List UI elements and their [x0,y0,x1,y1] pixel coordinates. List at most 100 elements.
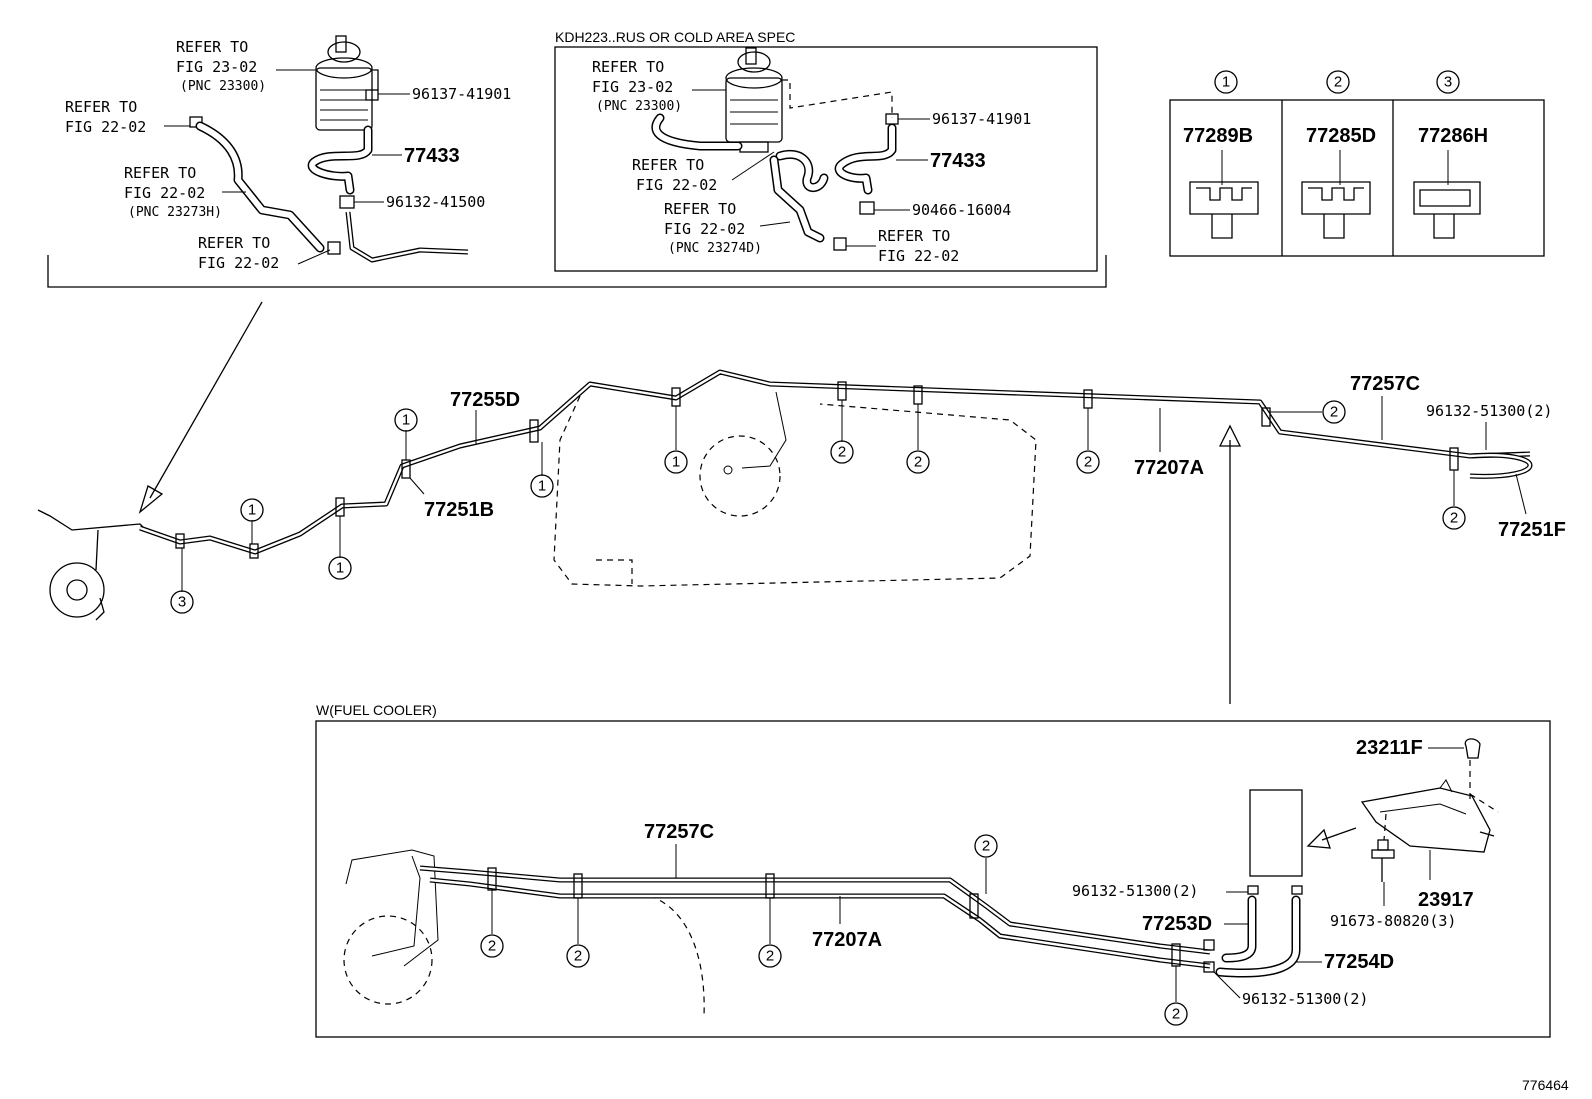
label-77207A: 77207A [812,929,882,951]
svg-text:1: 1 [402,412,410,429]
label-77433: 77433 [404,145,460,167]
label-96132-41500: 96132-41500 [386,193,485,211]
svg-text:1: 1 [538,478,546,495]
clip-icon [1464,738,1481,759]
bracket-icon [1360,760,1499,853]
svg-text:1: 1 [672,454,680,471]
label-96132-51300-a: 96132-51300(2) [1072,882,1198,900]
clamp-ref-2: 2 [480,890,504,958]
fuel-cooler-icon [1247,789,1303,895]
label-refer-22-02-2c: (PNC 23274D) [668,241,762,256]
label-refer-22-02-3a: REFER TO [878,227,950,245]
diagram-id: 776464 [1522,1077,1569,1093]
svg-text:2: 2 [1172,1006,1180,1023]
clamp-icon [1413,181,1481,239]
label-refer-22-02-3b: FIG 22-02 [198,254,279,272]
clamp-ref-2: 2 [906,404,930,474]
label-77255D: 77255D [450,389,520,411]
clip-icon [339,195,355,209]
svg-text:2: 2 [766,948,774,965]
clamp-part-77286H: 77286H [1418,125,1488,147]
clamp-ref-1: 1 [530,442,554,498]
main-assembly: 3 1 1 1 1 1 2 [37,301,1566,704]
clamp-num-1: 1 [1222,74,1230,91]
clamp-ref-2: 2 [758,898,782,968]
label-96132-51300-b: 96132-51300(2) [1242,990,1368,1008]
fuel-sender-icon [343,849,439,1005]
label-77257C: 77257C [1350,373,1420,395]
inset-top-mid: KDH223..RUS OR COLD AREA SPEC REFER TO F… [554,29,1098,272]
label-77433: 77433 [930,150,986,172]
label-23211F: 23211F [1356,737,1423,759]
clamp-ref-2: 2 [1442,470,1466,530]
clamp-ref-2: 2 [566,898,590,968]
label-refer-23-02-a: REFER TO [176,38,248,56]
label-90466-16004: 90466-16004 [912,201,1011,219]
svg-text:2: 2 [982,838,990,855]
label-96137-41901: 96137-41901 [932,110,1031,128]
clamp-icon [1301,181,1371,239]
label-91673-80820: 91673-80820(3) [1330,912,1456,930]
clamp-part-77289B: 77289B [1183,125,1253,147]
label-23917: 23917 [1418,889,1474,911]
label-refer-22-02-2a: REFER TO [124,164,196,182]
label-77253D: 77253D [1142,913,1212,935]
label-refer-23-02-c: (PNC 23300) [596,99,682,114]
label-refer-22-02-2b: FIG 22-02 [124,184,205,202]
label-refer-23-02-b: FIG 23-02 [592,78,673,96]
clamp-ref-3: 3 [170,548,194,614]
label-refer-22-02-2a: REFER TO [664,200,736,218]
label-77254D: 77254D [1324,951,1394,973]
label-96137-41901: 96137-41901 [412,85,511,103]
clamp-num-2: 2 [1334,74,1342,91]
clamp-ref-1: 1 [240,498,264,544]
svg-text:1: 1 [336,560,344,577]
clamp-col-3: 3 77286H [1413,70,1488,239]
svg-text:2: 2 [838,444,846,461]
label-refer-22-02-1a: REFER TO [632,156,704,174]
label-77251F: 77251F [1498,519,1566,541]
label-96132-51300: 96132-51300(2) [1426,402,1552,420]
clamp-col-1: 1 77289B [1183,70,1259,239]
header-cold-area-spec: KDH223..RUS OR COLD AREA SPEC [555,29,795,45]
clamp-icon [1189,181,1259,239]
label-77257C: 77257C [644,821,714,843]
label-77251B: 77251B [424,499,494,521]
clamp-part-77285D: 77285D [1306,125,1376,147]
label-refer-23-02-b: FIG 23-02 [176,58,257,76]
label-refer-22-02-3b: FIG 22-02 [878,247,959,265]
svg-text:1: 1 [248,502,256,519]
clamp-num-3: 3 [1444,74,1452,91]
clip-icon [885,113,899,125]
header-fuel-cooler: W(FUEL COOLER) [316,702,437,718]
bolt-icon [1371,839,1395,882]
svg-text:2: 2 [1330,404,1338,421]
label-refer-22-02-2b: FIG 22-02 [664,220,745,238]
clamp-ref-1: 1 [664,406,688,474]
clip-icon [365,89,379,101]
fuel-filter-icon [315,35,379,131]
clip-icon [833,237,847,251]
label-refer-23-02-a: REFER TO [592,58,664,76]
clamp-ref-2: 2 [830,400,854,464]
svg-text:2: 2 [1084,454,1092,471]
clamp-ref-2: 2 [1164,966,1188,1026]
label-refer-22-02-1a: REFER TO [65,98,137,116]
clamp-ref-2: 2 [974,834,998,894]
clamp-table: 1 77289B 2 77285D 3 77286H [1169,70,1545,257]
svg-text:2: 2 [1450,510,1458,527]
clip-icon [859,201,875,215]
fuel-sender-icon [699,391,787,517]
label-77207A: 77207A [1134,457,1204,479]
svg-text:2: 2 [574,948,582,965]
inset-fuel-cooler: W(FUEL COOLER) 2 2 2 [315,702,1551,1038]
clamp-ref-2: 2 [1270,400,1346,424]
label-refer-23-02-c: (PNC 23300) [180,79,266,94]
svg-text:3: 3 [178,594,186,611]
clamp-ref-2: 2 [1076,408,1100,474]
label-refer-22-02-3a: REFER TO [198,234,270,252]
label-refer-22-02-2c: (PNC 23273H) [128,205,222,220]
clamp-ref-1: 1 [328,516,352,580]
